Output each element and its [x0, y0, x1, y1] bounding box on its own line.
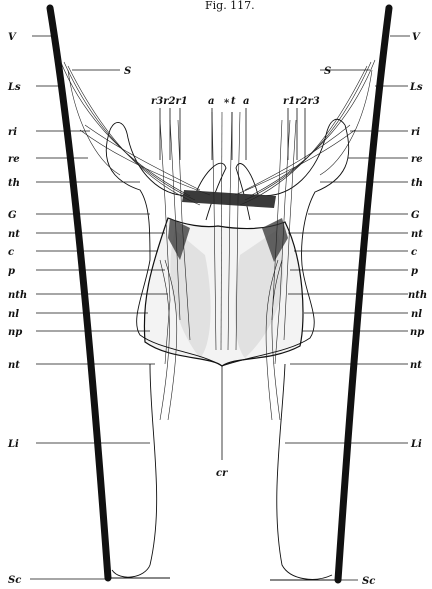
label-right-S: S — [324, 66, 331, 77]
label-left-nl: nl — [8, 309, 19, 320]
label-left-Ls: Ls — [7, 82, 21, 93]
label-left-V: V — [8, 32, 17, 43]
label-right-G: G — [411, 210, 420, 221]
label-left-re: re — [8, 154, 20, 165]
label-top-a-left: a — [208, 96, 214, 107]
right-lower-tube — [277, 364, 332, 579]
label-right-Ls: Ls — [409, 82, 423, 93]
label-left-Li: Li — [7, 439, 19, 450]
label-top-r1r2r3: r1r2r3 — [283, 96, 320, 107]
label-cr: cr — [216, 468, 228, 479]
label-right-th: th — [411, 178, 423, 189]
label-top-r3r2r1: r3r2r1 — [151, 96, 188, 107]
label-right-np: np — [410, 327, 424, 338]
label-left-c: c — [8, 247, 14, 258]
right-horn — [236, 163, 258, 220]
left-capsule-loop — [110, 122, 195, 195]
label-right-nt-lower: nt — [410, 360, 422, 371]
left-outer-bar — [50, 8, 108, 578]
label-left-ri: ri — [8, 127, 17, 138]
label-top-star: * — [224, 98, 230, 109]
label-left-S: S — [124, 66, 131, 77]
label-left-th: th — [8, 178, 20, 189]
label-right-nl: nl — [411, 309, 422, 320]
top-labels: r3r2r1 a * t a r1r2r3 — [151, 96, 320, 109]
label-right-nth: nth — [408, 290, 427, 301]
label-right-nt-upper: nt — [411, 229, 423, 240]
left-lower-tube — [112, 364, 157, 577]
transverse-band — [182, 190, 276, 208]
left-labels: V Ls ri re th G nt c p nth nl np nt Li S… — [7, 32, 131, 586]
label-right-re: re — [411, 154, 423, 165]
label-right-p: p — [411, 266, 418, 277]
label-right-V: V — [412, 32, 421, 43]
label-left-np: np — [8, 327, 22, 338]
label-left-nt-upper: nt — [8, 229, 20, 240]
right-leaders — [285, 36, 410, 580]
figure-caption: Fig. 117. — [205, 0, 255, 12]
label-top-a-right: a — [243, 96, 249, 107]
label-left-nth: nth — [8, 290, 27, 301]
label-right-ri: ri — [411, 127, 420, 138]
label-right-Sc: Sc — [362, 576, 375, 587]
label-top-t: t — [231, 96, 236, 107]
label-left-Sc: Sc — [8, 575, 21, 586]
label-left-G: G — [8, 210, 17, 221]
label-left-p: p — [8, 266, 15, 277]
label-left-nt-lower: nt — [8, 360, 20, 371]
label-right-c: c — [411, 247, 417, 258]
label-right-Li: Li — [410, 439, 422, 450]
